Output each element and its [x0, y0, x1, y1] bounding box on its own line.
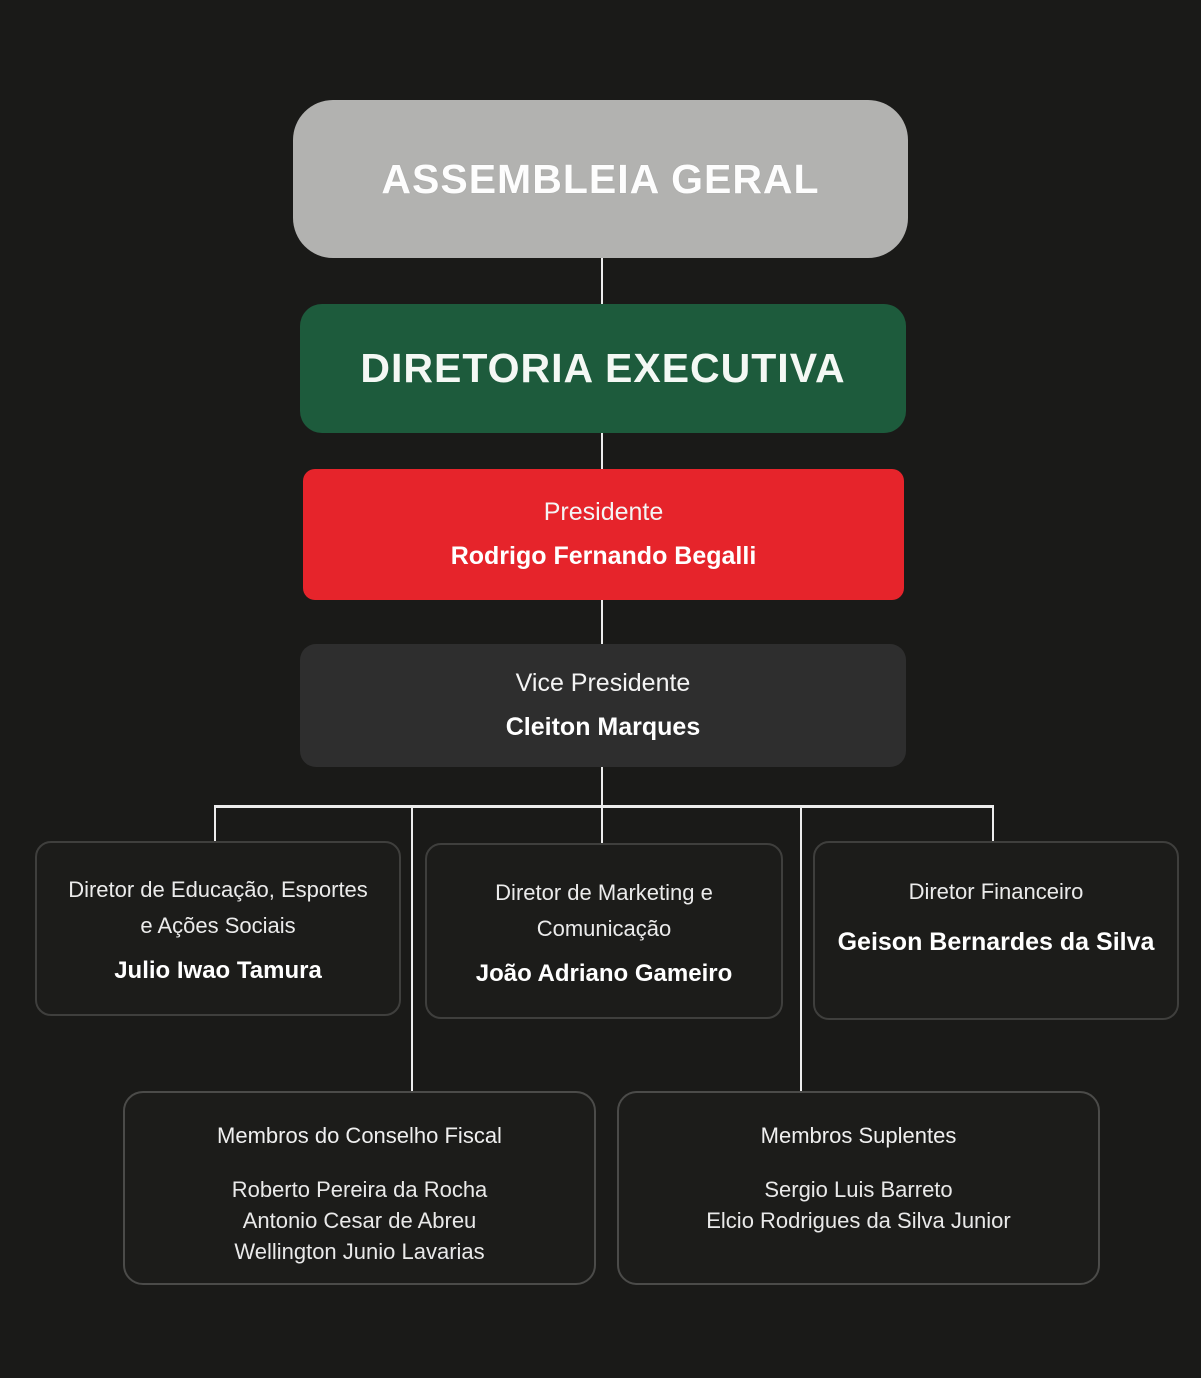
- node-conselho-fiscal: Membros do Conselho Fiscal Roberto Perei…: [123, 1091, 596, 1285]
- node-assembleia-geral: ASSEMBLEIA GERAL: [293, 100, 908, 258]
- node-membros-suplentes: Membros Suplentes Sergio Luis Barreto El…: [617, 1091, 1100, 1285]
- conselho-member: Antonio Cesar de Abreu: [242, 1208, 477, 1233]
- dir-educacao-name: Julio Iwao Tamura: [114, 957, 322, 984]
- diretoria-label: DIRETORIA EXECUTIVA: [360, 345, 846, 391]
- node-diretor-financeiro: Diretor Financeiro Geison Bernardes da S…: [813, 841, 1179, 1020]
- presidente-name: Rodrigo Fernando Begalli: [450, 542, 757, 570]
- suplentes-title: Membros Suplentes: [760, 1123, 957, 1148]
- dir-financeiro-name: Geison Bernardes da Silva: [837, 928, 1155, 956]
- connector-diretoria-presidente: [601, 433, 603, 469]
- conselho-member-list: Roberto Pereira da Rocha Antonio Cesar d…: [232, 1174, 488, 1267]
- assembleia-label: ASSEMBLEIA GERAL: [381, 155, 820, 202]
- dir-marketing-title-line2: Comunicação: [536, 915, 672, 941]
- connector-presidente-vice: [601, 600, 603, 644]
- node-presidente: Presidente Rodrigo Fernando Begalli: [303, 469, 904, 600]
- suplentes-member: Sergio Luis Barreto: [764, 1177, 953, 1202]
- node-diretor-marketing: Diretor de Marketing e Comunicação João …: [425, 843, 783, 1019]
- dir-educacao-title-line2: e Ações Sociais: [140, 913, 296, 938]
- suplentes-member-list: Sergio Luis Barreto Elcio Rodrigues da S…: [706, 1174, 1011, 1236]
- connector-branch-suplentes: [800, 805, 802, 1091]
- node-diretor-educacao: Diretor de Educação, Esportes e Ações So…: [35, 841, 401, 1016]
- connector-branch-conselho: [411, 805, 413, 1091]
- dir-financeiro-title: Diretor Financeiro: [908, 879, 1084, 904]
- connector-branch-educacao: [214, 805, 216, 841]
- dir-marketing-name: João Adriano Gameiro: [475, 959, 733, 987]
- dir-educacao-title-line1: Diretor de Educação, Esportes: [68, 877, 368, 902]
- node-vice-presidente: Vice Presidente Cleiton Marques: [300, 644, 906, 767]
- conselho-member: Roberto Pereira da Rocha: [231, 1177, 488, 1202]
- dir-marketing-title-line1: Diretor de Marketing e: [495, 879, 713, 905]
- conselho-title: Membros do Conselho Fiscal: [217, 1123, 502, 1148]
- conselho-member: Wellington Junio Lavarias: [234, 1239, 485, 1264]
- connector-branch-horizontal: [214, 805, 994, 808]
- connector-assembleia-diretoria: [601, 258, 603, 305]
- connector-branch-financeiro: [992, 805, 994, 841]
- suplentes-member: Elcio Rodrigues da Silva Junior: [706, 1208, 1011, 1233]
- presidente-title: Presidente: [543, 498, 664, 526]
- node-diretoria-executiva: DIRETORIA EXECUTIVA: [300, 304, 906, 433]
- vice-title: Vice Presidente: [515, 669, 691, 697]
- vice-name: Cleiton Marques: [505, 713, 701, 741]
